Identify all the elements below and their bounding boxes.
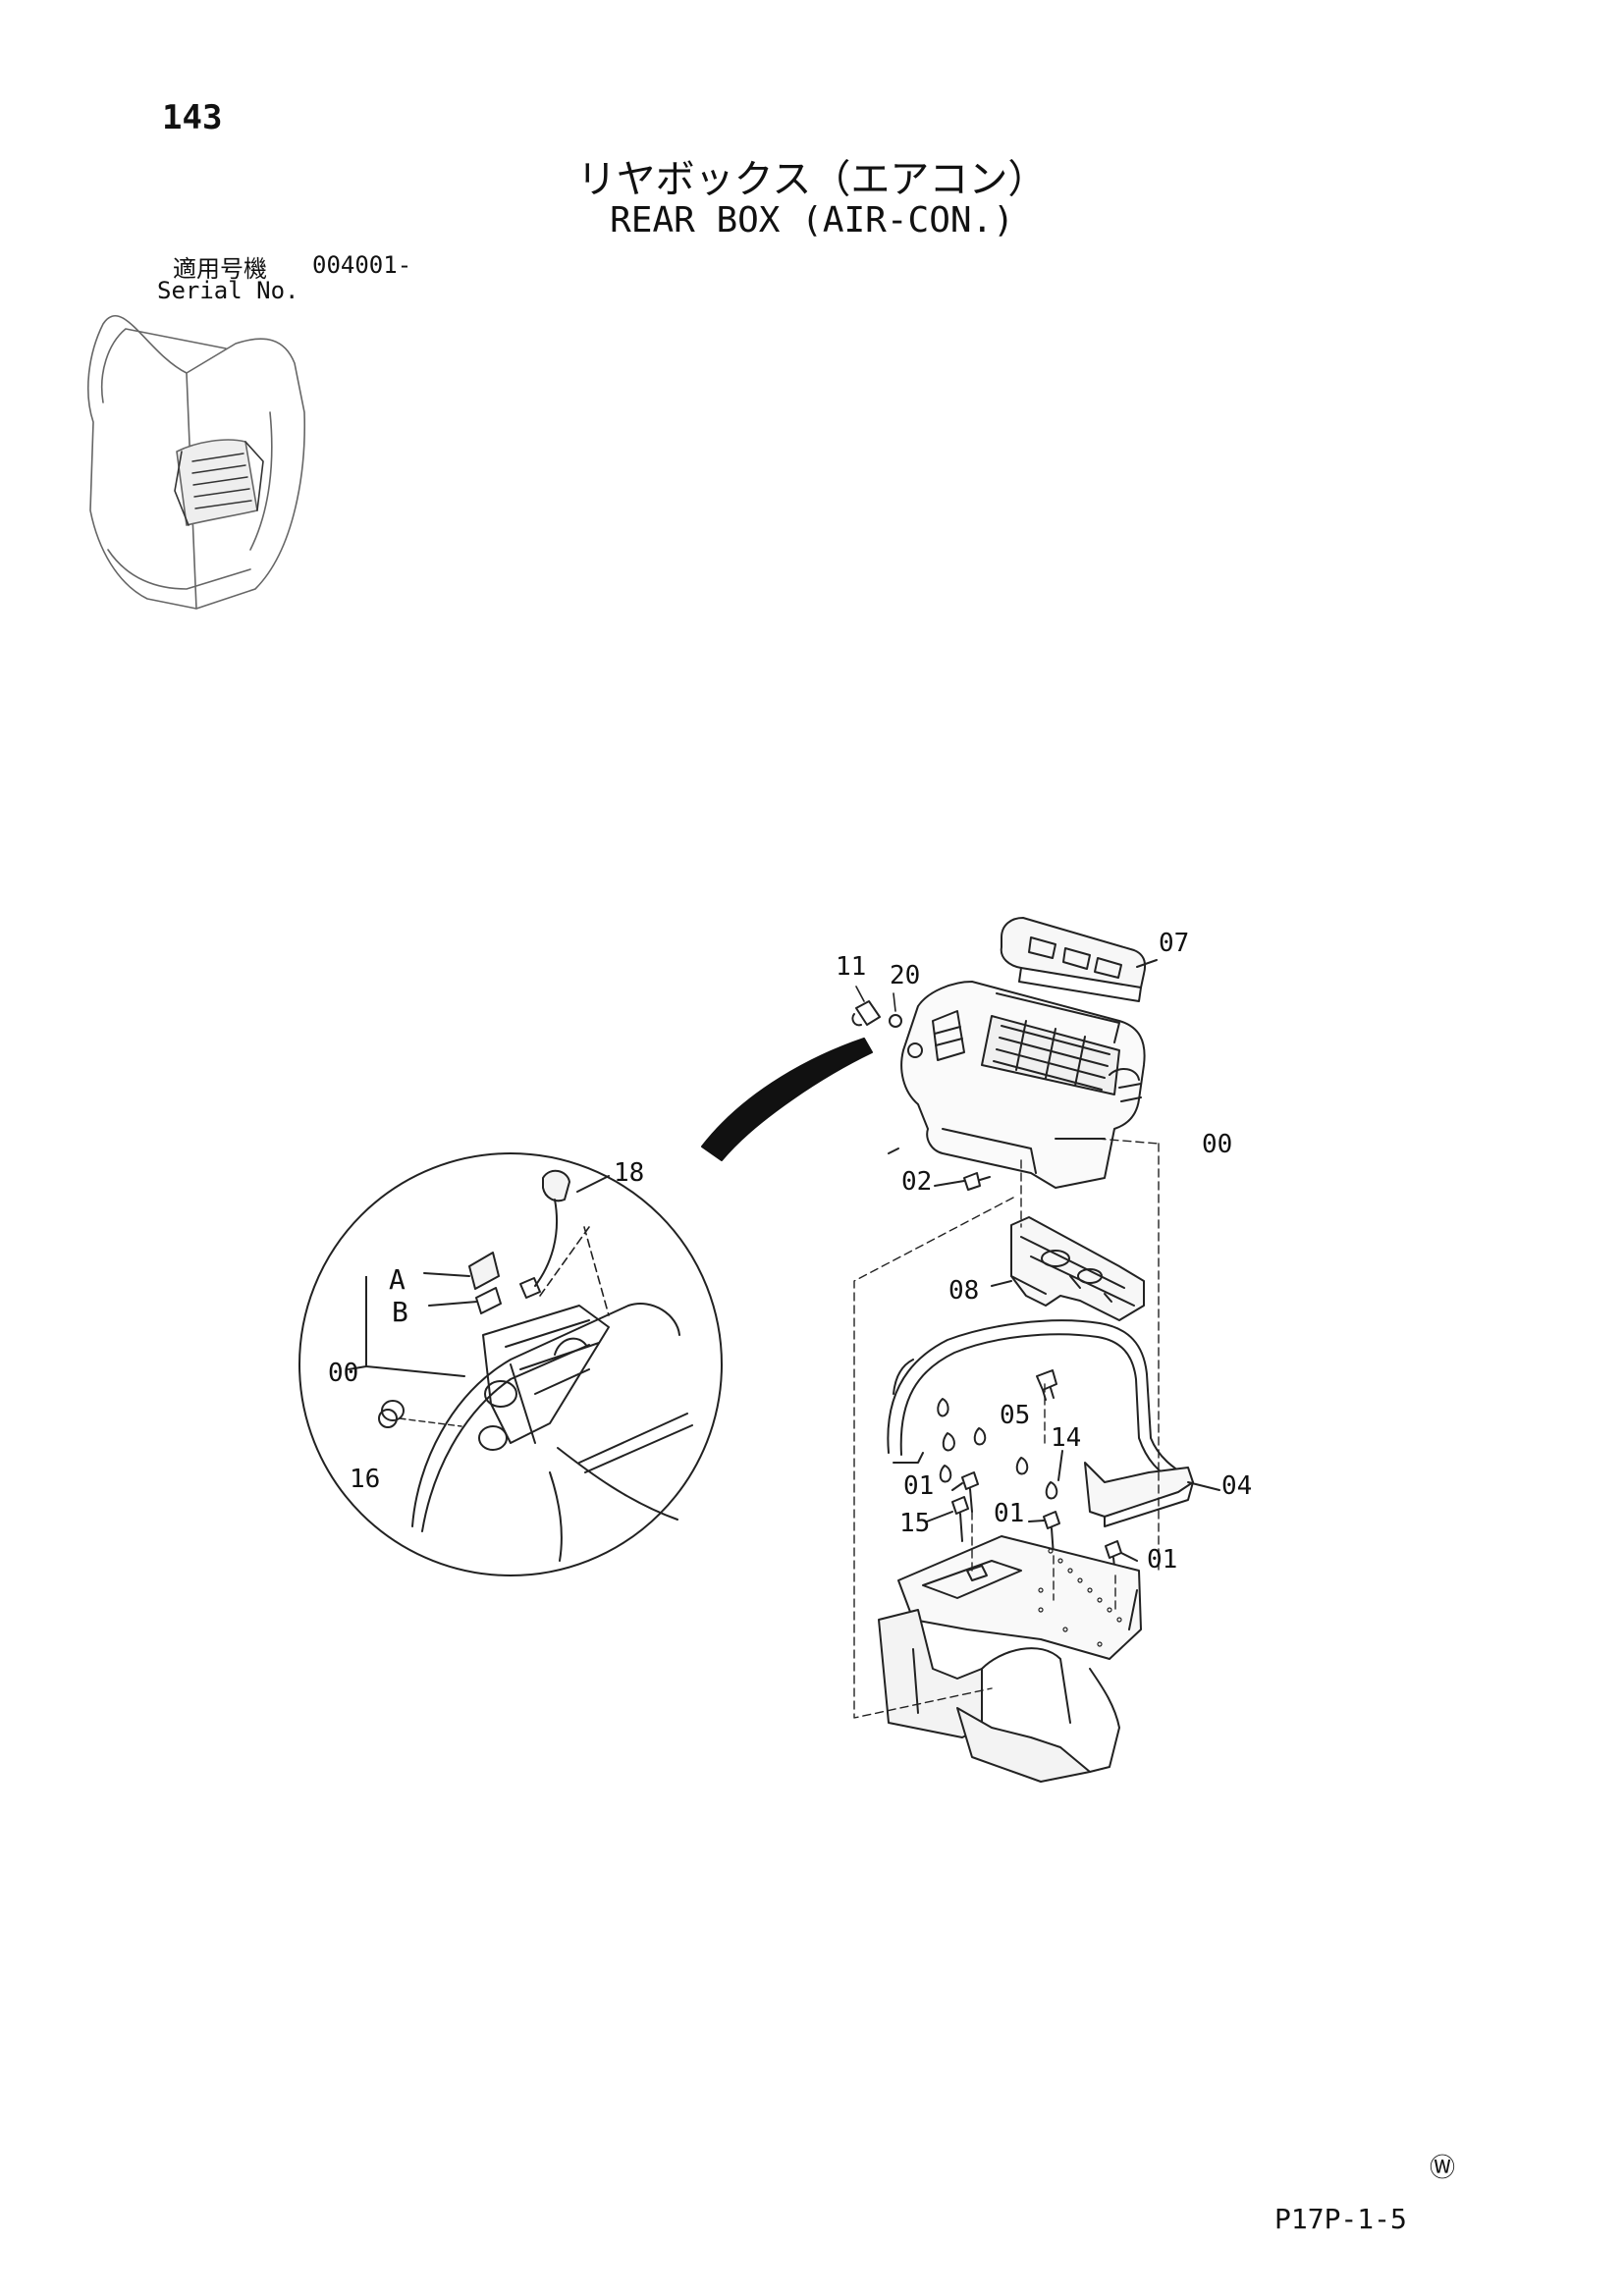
callout-01-b: 01 — [994, 1499, 1024, 1528]
detail-pointer — [701, 1038, 873, 1161]
figure-code: P17P-1-5 — [1274, 2203, 1407, 2235]
cab-thumbnail — [87, 315, 306, 610]
callout-02: 02 — [901, 1167, 932, 1197]
serial-number-label: Serial No. — [157, 277, 299, 304]
callout-05: 05 — [1000, 1401, 1030, 1430]
callout-20: 20 — [890, 961, 920, 990]
detail-view — [298, 1152, 723, 1576]
applicable-serial-label-ja: 適用号機 — [173, 255, 267, 283]
title-english: REAR BOX (AIR-CON.) — [610, 200, 1014, 240]
callout-14: 14 — [1051, 1423, 1081, 1453]
callout-18: 18 — [614, 1158, 644, 1188]
serial-range: 004001- — [312, 251, 412, 279]
w-mark-icon: Ⓦ — [1430, 2154, 1456, 2183]
callout-07: 07 — [1159, 929, 1189, 958]
part-14-ties — [937, 1398, 1063, 1500]
title-japanese: リヤボックス（エアコン） — [576, 157, 1048, 202]
cab-floor-frame — [878, 1535, 1142, 1783]
callout-16: 16 — [350, 1465, 380, 1494]
callout-11: 11 — [836, 952, 866, 982]
callout-01-a: 01 — [903, 1471, 934, 1501]
callout-15: 15 — [899, 1509, 930, 1538]
callout-00-detail: 00 — [328, 1359, 358, 1388]
callout-a: A — [389, 1263, 406, 1296]
callout-01-c: 01 — [1147, 1545, 1177, 1575]
page-number: 143 — [162, 98, 223, 137]
callout-00-main: 00 — [1202, 1130, 1232, 1159]
part-04-seal — [887, 1319, 1220, 1527]
part-20-washer — [889, 1014, 902, 1028]
assembly-guide-lines — [853, 1138, 1160, 1719]
callout-08: 08 — [948, 1276, 979, 1306]
callout-04: 04 — [1221, 1471, 1252, 1501]
part-11-lamp — [851, 1000, 881, 1027]
callout-b: B — [392, 1296, 408, 1328]
part-00-rear-box — [888, 981, 1146, 1189]
part-05-clip — [1036, 1369, 1057, 1401]
part-02-screw — [963, 1172, 991, 1191]
part-07-cover — [1000, 917, 1158, 1002]
part-08-bracket — [991, 1216, 1145, 1321]
